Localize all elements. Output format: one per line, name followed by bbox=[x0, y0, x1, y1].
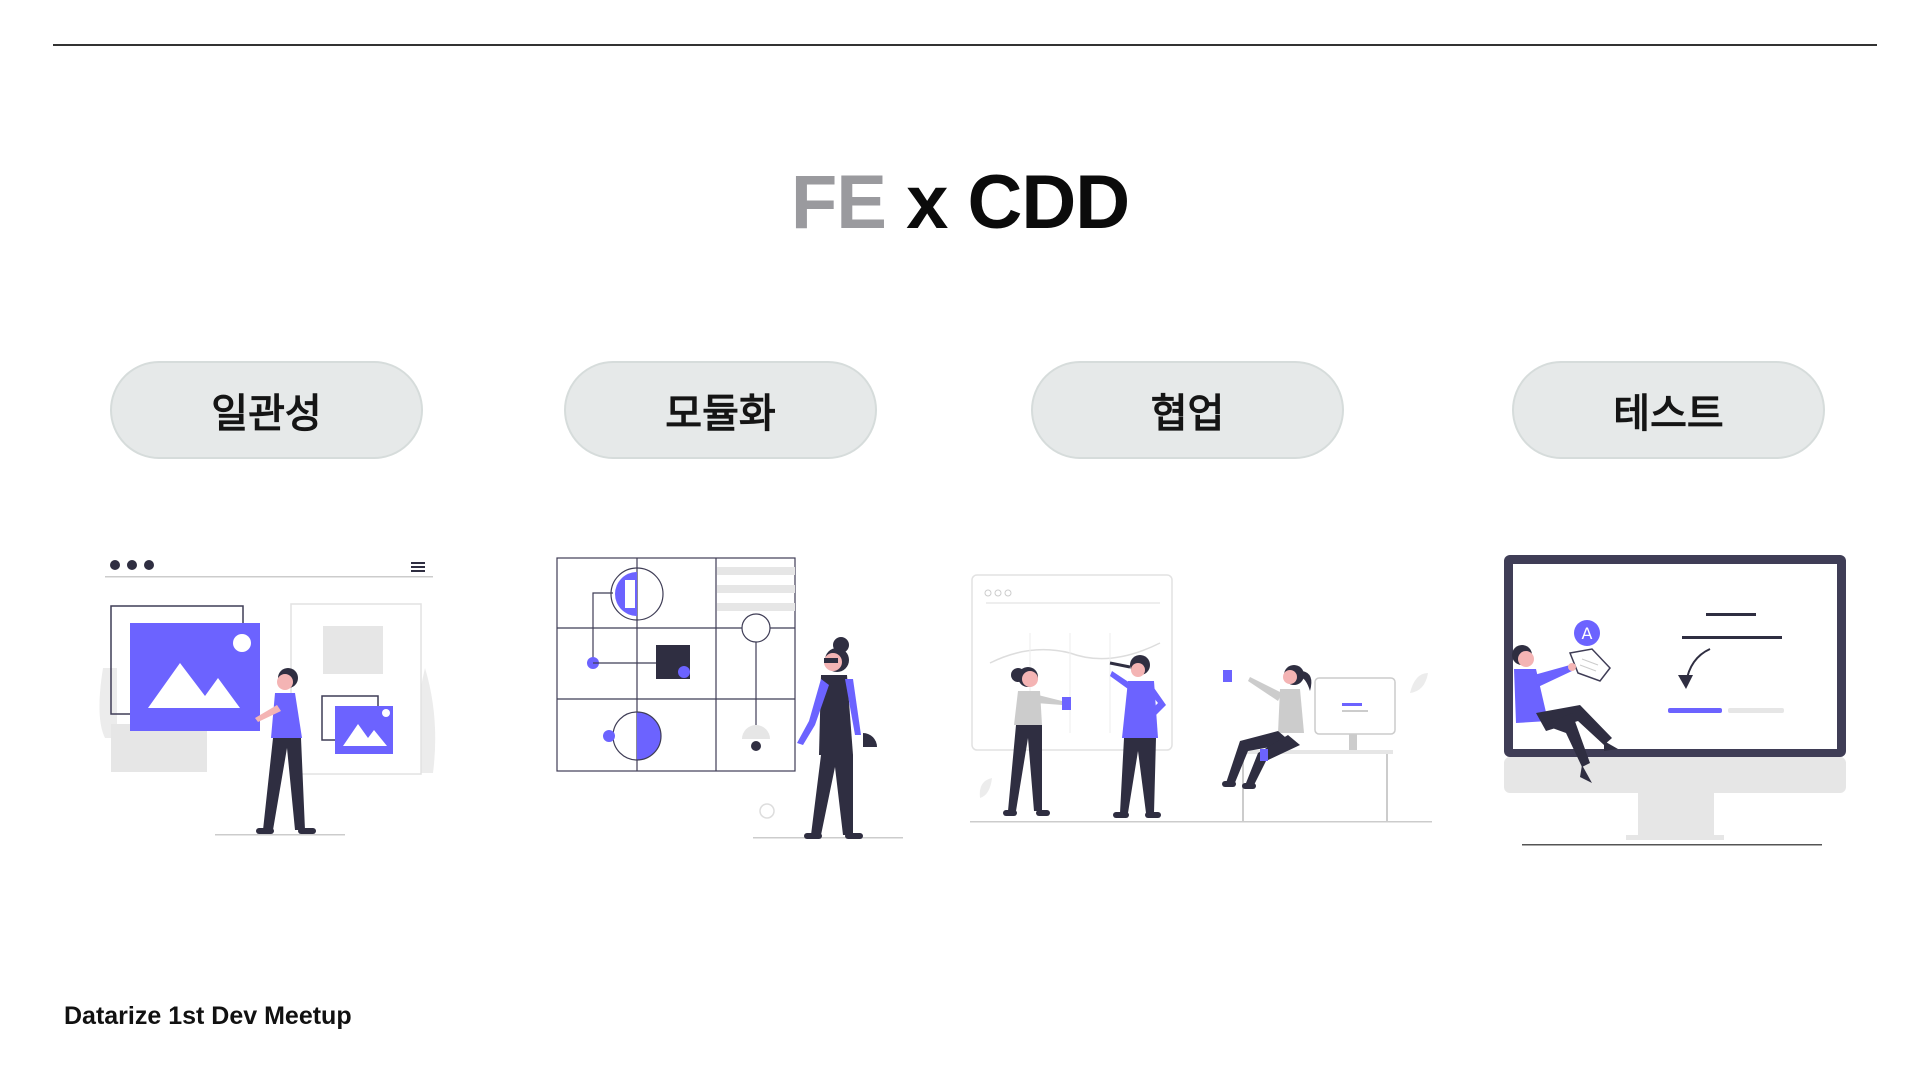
svg-text:A: A bbox=[1582, 624, 1593, 643]
image-gallery-illustration bbox=[99, 560, 436, 836]
slide-title: FE x CDD bbox=[0, 165, 1920, 241]
top-rule bbox=[53, 44, 1877, 46]
topic-label: 모듈화 bbox=[665, 391, 776, 437]
topic-label: 협업 bbox=[1150, 391, 1225, 437]
title-cdd: x CDD bbox=[885, 160, 1130, 245]
topic-collaboration: 협업 bbox=[1031, 361, 1344, 459]
title-fe: FE bbox=[790, 160, 887, 245]
topic-label: 일관성 bbox=[211, 391, 322, 437]
topic-consistency: 일관성 bbox=[110, 361, 423, 459]
team-collaboration-illustration bbox=[970, 574, 1432, 823]
footer-caption: Datarize 1st Dev Meetup bbox=[64, 1002, 352, 1030]
topic-label: 테스트 bbox=[1613, 391, 1724, 437]
testing-monitor-illustration: A bbox=[1504, 555, 1846, 846]
topic-modularization: 모듈화 bbox=[564, 361, 877, 459]
topic-testing: 테스트 bbox=[1512, 361, 1825, 459]
modular-blocks-illustration bbox=[556, 557, 903, 839]
